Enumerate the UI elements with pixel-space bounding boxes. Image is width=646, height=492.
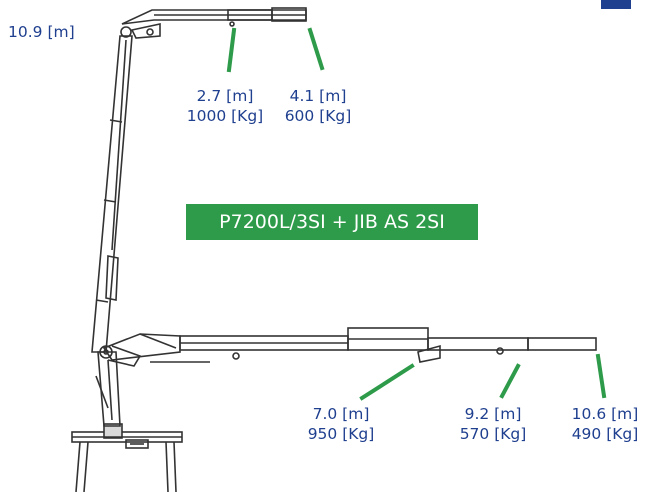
boom-load-point-2: 9.2 [m] 570 [Kg] (448, 404, 538, 444)
load-value: 600 [Kg] (284, 107, 352, 125)
jib-load-point-1: 2.7 [m] 1000 [Kg] (180, 86, 270, 126)
boom-load-point-1: 7.0 [m] 950 [Kg] (296, 404, 386, 444)
horizontal-boom (102, 327, 597, 363)
jib-arm (121, 7, 307, 39)
reach-value: 9.2 [m] (464, 405, 522, 423)
crane-base (71, 423, 183, 492)
load-value: 570 [Kg] (459, 425, 527, 443)
crane-column (95, 345, 142, 427)
boom-pointer-1 (359, 363, 415, 401)
boom-load-point-3: 10.6 [m] 490 [Kg] (560, 404, 646, 444)
model-banner: P7200L/3SI + JIB AS 2SI (186, 204, 478, 240)
load-value: 490 [Kg] (571, 425, 639, 443)
max-height-label: 10.9 [m] (8, 23, 75, 41)
reach-value: 2.7 [m] (196, 87, 254, 105)
load-value: 950 [Kg] (307, 425, 375, 443)
load-value: 1000 [Kg] (186, 107, 264, 125)
corner-tab (601, 0, 631, 9)
reach-value: 7.0 [m] (312, 405, 370, 423)
jib-pointer-2 (307, 27, 325, 71)
jib-pointer-1 (226, 27, 237, 73)
reach-value: 4.1 [m] (289, 87, 347, 105)
reach-value: 10.6 [m] (571, 405, 639, 423)
boom-pointer-2 (499, 363, 521, 399)
jib-load-point-2: 4.1 [m] 600 [Kg] (268, 86, 368, 126)
raised-main-boom (91, 26, 133, 353)
boom-pointer-3 (595, 353, 607, 399)
load-pointers (226, 27, 607, 401)
